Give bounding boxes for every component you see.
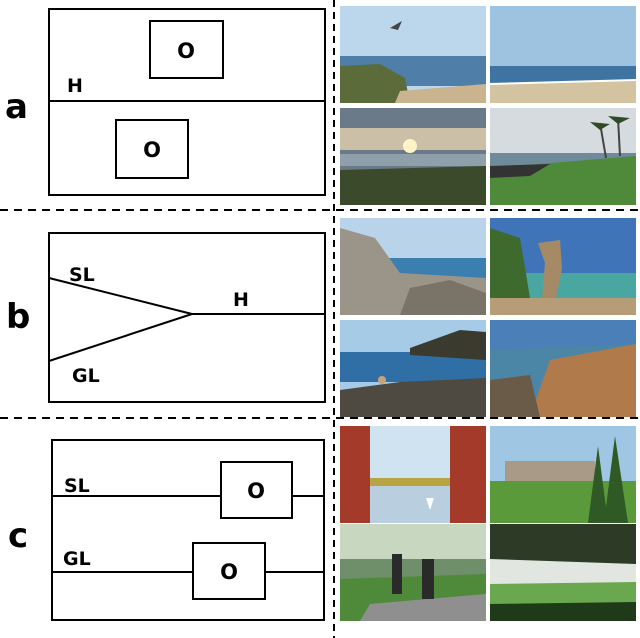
photo-sunset-beach-dunes: [340, 108, 486, 205]
photo-beach-shoreline: [489, 6, 637, 103]
horizon-label-a: H: [67, 75, 83, 97]
sky-line-label-c: SL: [64, 475, 90, 497]
sky-line-b: [48, 277, 193, 315]
photo-rocky-shore-person: [340, 320, 486, 417]
row-label-c: c: [8, 516, 28, 556]
ground-line-label-c: GL: [63, 548, 91, 570]
ground-line-b: [48, 313, 193, 362]
object-label-c-top: O: [247, 479, 265, 503]
object-box-c-bottom: [192, 542, 266, 600]
object-label-c-bottom: O: [220, 560, 238, 584]
row-label-b: b: [6, 297, 30, 337]
photo-park-walkers: [340, 524, 486, 621]
row-c: c SL O GL O: [8, 439, 325, 621]
object-box-c-top: [220, 461, 293, 519]
object-label-a-bottom: O: [143, 138, 161, 162]
photo-formal-garden-building: [490, 426, 636, 523]
row-b: b SL GL H: [6, 232, 326, 403]
photo-red-trees-lake-painting: [340, 426, 486, 523]
horizon-label-b: H: [233, 289, 249, 311]
diagram-frame-c: [51, 439, 325, 621]
photo-palm-coast-grass: [490, 108, 636, 205]
object-box-a-bottom: [115, 119, 189, 179]
diagram-frame-b: [48, 232, 326, 403]
object-box-a-top: [149, 20, 224, 79]
photo-park-trees-field: [490, 524, 636, 621]
photo-sea-stack-rock: [490, 218, 636, 315]
photo-rocky-coast-cliffs: [340, 218, 486, 315]
photo-beach-hang-glider: [340, 6, 486, 103]
object-label-a-top: O: [177, 39, 195, 63]
ground-line-label-b: GL: [72, 365, 100, 387]
photo-layered-rock-coast: [490, 320, 636, 417]
row-label-a: a: [5, 87, 28, 127]
sky-line-label-b: SL: [69, 264, 95, 286]
row-a: a H O O: [5, 8, 326, 196]
